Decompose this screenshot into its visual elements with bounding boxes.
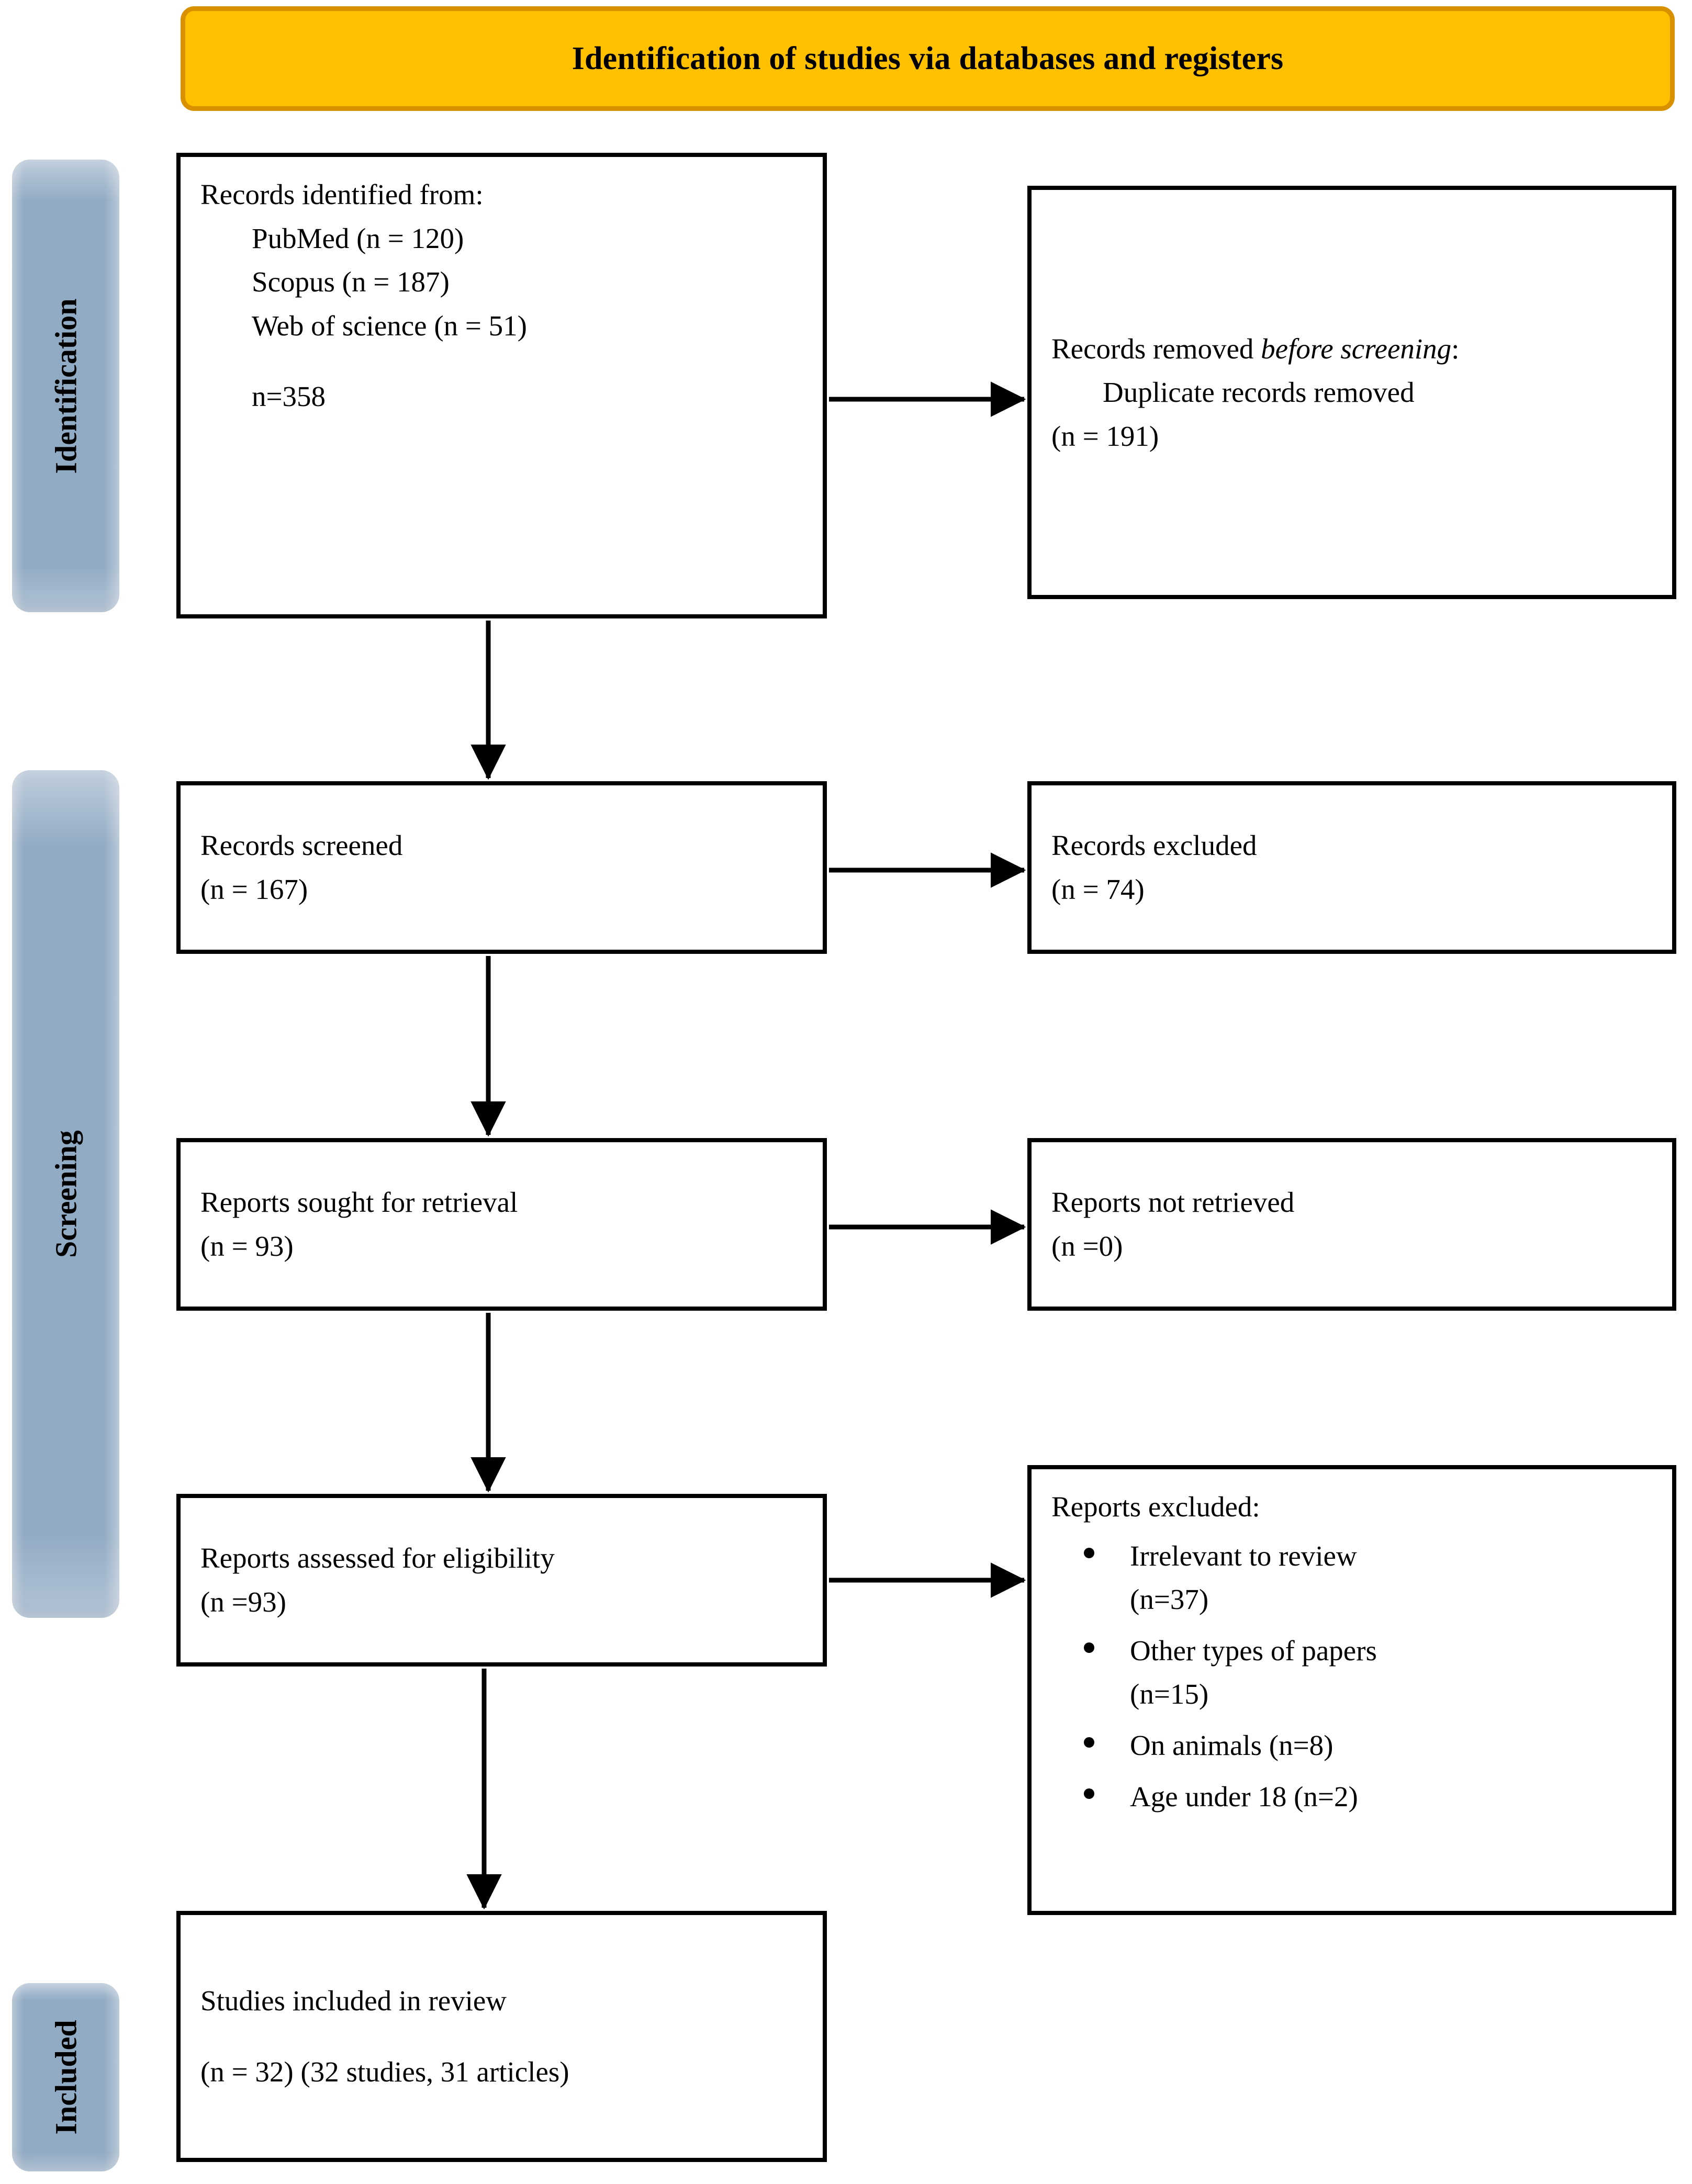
diagram-title-text: Identification of studies via databases … [572,40,1284,76]
reports-not-retrieved-count: (n =0) [1051,1230,1123,1262]
reports-sought-count: (n = 93) [200,1230,294,1262]
studies-included-count: (n = 32) (32 studies, 31 articles) [200,2056,569,2088]
reports-excluded-heading: Reports excluded: [1051,1491,1260,1523]
records-excluded-label: Records excluded [1051,829,1257,862]
list-item: Irrelevant to review (n=37) [1084,1534,1652,1622]
bullet-icon [1084,1547,1094,1558]
bullet-icon [1084,1642,1094,1653]
records-removed-heading-b: : [1451,332,1460,365]
box-records-identified: Records identified from: PubMed (n = 120… [176,153,827,618]
box-reports-not-retrieved: Reports not retrieved (n =0) [1027,1138,1676,1311]
bullet-icon [1084,1737,1094,1748]
records-removed-heading-a: Records removed [1051,332,1261,365]
records-removed-heading: Records removed before screening: [1051,327,1652,371]
records-excluded-count: (n = 74) [1051,873,1145,905]
reports-assessed-label: Reports assessed for eligibility [200,1542,555,1574]
source-scopus: Scopus (n = 187) [252,266,450,298]
exclusion-reason: Age under 18 (n=2) [1130,1780,1358,1813]
source-pubmed: PubMed (n = 120) [252,222,464,254]
reports-sought-label: Reports sought for retrieval [200,1186,518,1219]
box-reports-excluded: Reports excluded: Irrelevant to review (… [1027,1465,1676,1915]
reports-assessed-count: (n =93) [200,1586,286,1618]
stage-pill-identification: Identification [12,160,119,612]
exclusion-reason: On animals (n=8) [1130,1729,1334,1761]
exclusion-count: (n=15) [1130,1678,1209,1710]
records-screened-label: Records screened [200,829,403,862]
duplicate-records-removed-label: Duplicate records removed [1103,376,1415,409]
spacer [200,347,803,375]
stage-pill-screening: Screening [12,770,119,1618]
list-item: On animals (n=8) [1084,1724,1652,1768]
records-identified-heading: Records identified from: [200,178,484,210]
stage-label-identification: Identification [49,298,83,474]
exclusion-reason: Irrelevant to review [1130,1539,1357,1572]
records-screened-count: (n = 167) [200,873,308,905]
source-web-of-science: Web of science (n = 51) [252,309,527,342]
duplicate-records-removed-count: (n = 191) [1051,420,1159,452]
box-studies-included: Studies included in review (n = 32) (32 … [176,1911,827,2162]
box-records-excluded: Records excluded (n = 74) [1027,781,1676,954]
diagram-title-banner: Identification of studies via databases … [181,6,1675,111]
reports-excluded-list: Irrelevant to review (n=37) Other types … [1051,1534,1652,1819]
stage-label-screening: Screening [49,1130,83,1258]
exclusion-reason: Other types of papers [1130,1634,1377,1667]
stage-label-included: Included [49,2020,83,2135]
studies-included-label: Studies included in review [200,1985,507,2017]
stage-pill-included: Included [12,1983,119,2171]
exclusion-count: (n=37) [1130,1583,1209,1616]
box-reports-assessed: Reports assessed for eligibility (n =93) [176,1494,827,1667]
box-records-removed: Records removed before screening: Duplic… [1027,186,1676,599]
bullet-icon [1084,1788,1094,1799]
list-item: Age under 18 (n=2) [1084,1775,1652,1819]
box-records-screened: Records screened (n = 167) [176,781,827,954]
box-reports-sought: Reports sought for retrieval (n = 93) [176,1138,827,1311]
records-removed-heading-italic: before screening [1261,332,1452,365]
records-identified-total: n=358 [252,380,326,413]
list-item: Other types of papers (n=15) [1084,1629,1652,1716]
spacer [200,2023,803,2050]
reports-not-retrieved-label: Reports not retrieved [1051,1186,1295,1219]
